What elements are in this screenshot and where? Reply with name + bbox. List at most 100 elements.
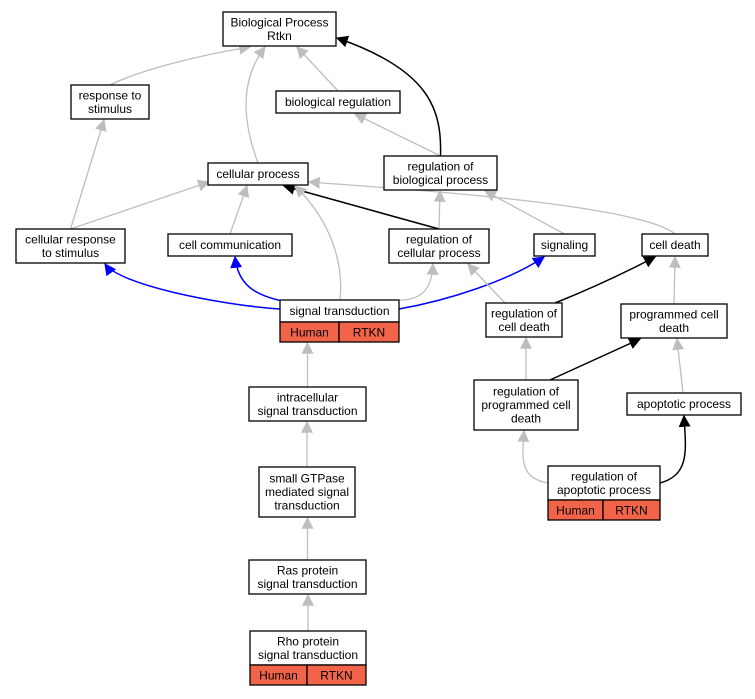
edge-bioreg-to-bp <box>296 46 339 92</box>
node-label-line: signal transduction <box>257 404 357 418</box>
node-box <box>626 392 742 416</box>
node-label-line: death <box>511 412 541 426</box>
annotation-species-label: Human <box>290 326 329 340</box>
node-cellproc[interactable]: cellular process <box>207 162 309 186</box>
node-label-line: regulation of <box>571 469 638 483</box>
node-bioreg[interactable]: biological regulation <box>275 90 401 114</box>
node-label-line: programmed cell <box>629 307 718 321</box>
edge-sigtrans-to-cellresp <box>104 263 281 310</box>
annotation-gene-label: RTKN <box>320 669 352 683</box>
node-apoptotic[interactable]: apoptotic process <box>626 392 742 416</box>
edge-regcell-to-regbio <box>433 189 446 230</box>
node-box <box>388 228 490 264</box>
node-label-line: cellular response <box>25 232 116 246</box>
node-box <box>258 466 356 518</box>
node-label-line: cell death <box>649 238 700 252</box>
edge-cellresp-to-cellproc <box>70 179 211 230</box>
node-label-line: apoptotic process <box>637 397 731 411</box>
node-label-line: regulation of <box>407 159 474 173</box>
node-label-line: Ras protein <box>277 563 338 577</box>
edge-sigtrans-to-signaling <box>398 256 545 310</box>
edge-progdeath-to-celldeath <box>668 255 681 305</box>
node-box <box>15 228 126 264</box>
node-label-line: Rho protein <box>277 634 339 648</box>
node-box <box>222 11 337 47</box>
node-label-line: small GTPase <box>269 472 345 486</box>
node-label-line: regulation of <box>493 385 560 399</box>
edge-sigtrans-to-regcell <box>399 262 439 301</box>
node-celldeath[interactable]: cell death <box>641 233 709 257</box>
node-box <box>641 233 709 257</box>
node-label-line: Rtkn <box>267 29 292 43</box>
node-box <box>275 90 401 114</box>
node-box <box>620 303 728 339</box>
node-box <box>485 302 563 338</box>
node-label-line: stimulus <box>88 102 132 116</box>
node-box <box>533 233 596 257</box>
edge-sigtrans-to-cellcomm <box>230 255 283 302</box>
edge-regprog-to-progdeath <box>549 338 642 381</box>
node-label-line: death <box>659 321 689 335</box>
annotation-species-label: Human <box>556 504 595 518</box>
node-label-line: response to <box>79 88 142 102</box>
node-box <box>547 465 661 501</box>
annotation-gene-label: RTKN <box>353 326 385 340</box>
node-box <box>383 155 498 191</box>
node-box <box>473 379 579 431</box>
edge-regapop-to-apoptotic <box>659 414 691 484</box>
node-box <box>248 559 367 595</box>
edge-regcell-to-cellproc <box>282 183 440 230</box>
node-box <box>248 386 367 422</box>
node-label-line: to stimulus <box>42 246 99 260</box>
annotation-gene-label: RTKN <box>615 504 647 518</box>
node-label-line: signal transduction <box>258 648 358 662</box>
node-label-line: regulation of <box>491 306 558 320</box>
edge-response-to-bp <box>109 42 252 86</box>
node-cellcomm[interactable]: cell communication <box>167 233 293 257</box>
edge-regbio-to-bp <box>335 35 442 157</box>
node-box <box>167 233 293 257</box>
edge-regcelldeath-to-regcell <box>467 263 506 304</box>
node-label-line: cell death <box>498 320 549 334</box>
node-label-line: signaling <box>541 238 588 252</box>
node-label-line: intracellular <box>277 390 338 404</box>
edge-regbio-to-bioreg <box>353 113 441 157</box>
edge-cellcomm-to-cellproc <box>229 184 250 235</box>
edge-regapop-to-regprog <box>517 429 549 484</box>
node-label-line: biological process <box>393 173 488 187</box>
node-label-line: apoptotic process <box>557 483 651 497</box>
annotation-species-label: Human <box>259 669 298 683</box>
annotation-cell <box>306 664 367 686</box>
node-label-line: programmed cell <box>481 398 570 412</box>
edge-layer <box>69 35 691 631</box>
node-label-line: signal transduction <box>289 304 389 318</box>
node-label-line: mediated signal <box>265 485 349 499</box>
node-label-line: Biological Process <box>230 15 328 29</box>
node-box <box>70 84 150 120</box>
edge-regcelldeath-to-celldeath <box>554 256 657 304</box>
node-signaling[interactable]: signaling <box>533 233 596 257</box>
node-box <box>249 630 367 666</box>
edge-sigtrans-to-cellproc <box>294 185 342 301</box>
edge-cellproc-to-bp <box>245 46 266 164</box>
edge-celldeath-to-cellproc <box>307 176 676 235</box>
node-label-line: cellular process <box>216 167 299 181</box>
annotation-cell <box>338 321 400 343</box>
node-box <box>207 162 309 186</box>
